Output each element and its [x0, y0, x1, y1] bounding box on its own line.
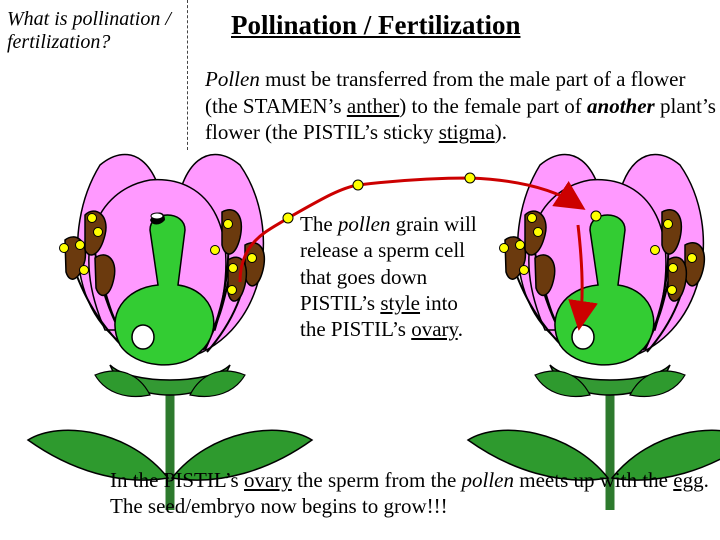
intro-anther: anther [346, 93, 400, 118]
grain-text-c: into the PISTIL’s [300, 290, 458, 341]
intro-text-b: ) to the female part of [399, 93, 588, 118]
concl-text-b: the sperm from the [291, 468, 462, 492]
page-title: Pollination / Fertilization [231, 10, 521, 40]
left-stigma-dot [150, 212, 164, 220]
grain-style: style [380, 290, 421, 315]
grain-text-b: grain will release a sperm cell that goe… [300, 212, 477, 315]
pollen-grain-1 [282, 212, 294, 224]
concl-pollen: pollen [461, 468, 515, 492]
pollen-grain-paragraph: The pollen grain will release a sperm ce… [300, 211, 478, 342]
pollen-grain-2 [352, 179, 364, 191]
intro-text-a: must be transferred from the male part o… [205, 67, 686, 118]
side-question: What is pollination / fertilization? [7, 8, 171, 54]
intro-text-c: plant’s flower (the PISTIL’s sticky [205, 93, 716, 145]
pollen-grain-3 [464, 172, 476, 184]
grain-ovary: ovary [411, 317, 458, 341]
pollen-travel-arrow [238, 176, 586, 283]
left-flower [28, 154, 312, 510]
right-stigma-pollen [590, 210, 602, 222]
intro-paragraph: Pollen must be transferred from the male… [205, 66, 717, 146]
sperm-style-arrow [568, 224, 598, 331]
grain-pollen: pollen [337, 212, 391, 236]
conclusion-paragraph: In the PISTIL’s ovary the sperm from the… [110, 467, 710, 520]
concl-text-d: . The seed/embryo now begins to grow!!! [110, 468, 709, 519]
intro-another: another [587, 93, 655, 118]
right-flower [468, 154, 720, 510]
concl-text-c: meets up with the [514, 468, 674, 492]
grain-text-a: The [300, 212, 338, 236]
intro-text-d: ). [494, 120, 507, 145]
concl-text-a: In the PISTIL’s [110, 468, 244, 492]
intro-stigma: stigma [438, 120, 495, 145]
dashed-divider [187, 0, 188, 150]
concl-egg: egg [673, 468, 704, 492]
concl-ovary: ovary [243, 468, 292, 492]
intro-pollen: Pollen [205, 67, 260, 91]
grain-text-d: . [457, 317, 463, 341]
